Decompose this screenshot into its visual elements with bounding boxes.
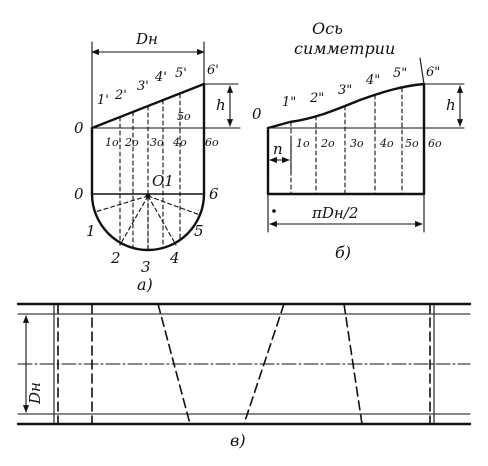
fig-c-section-3 <box>157 303 191 425</box>
fig-a-arc-label-4: 4 <box>169 249 180 267</box>
fig-a-label-3o: 3o <box>150 136 164 149</box>
fig-a-arc-label-3: 3 <box>141 258 151 276</box>
fig-a-radial-2 <box>119 195 149 246</box>
fig-b-label-5o: 5o <box>405 137 419 150</box>
fig-b-label-1pp: 1" <box>282 95 296 110</box>
fig-a-label-6o: 6o <box>205 136 219 149</box>
fig-b-label-2o: 2o <box>320 137 335 150</box>
fig-a-label-2o: 2o <box>124 136 139 149</box>
fig-c-section-4 <box>243 303 285 425</box>
fig-b-dim-h-label: h <box>446 96 456 114</box>
fig-c-section-5 <box>343 303 363 425</box>
fig-a-caption: a) <box>137 275 153 294</box>
fig-b-label-1o: 1o <box>296 137 310 150</box>
fig-c-caption: в) <box>230 431 246 450</box>
fig-b-title-line2: симметрии <box>294 39 395 58</box>
fig-a-radial-4 <box>147 195 177 246</box>
fig-b-title-line1: Ось <box>312 19 343 38</box>
fig-b-dim-length-label: πDн/2 <box>311 204 358 222</box>
fig-b-label-3o: 3o <box>350 137 364 150</box>
fig-a-radial-1 <box>94 195 149 213</box>
fig-b-label-3pp: 3" <box>338 83 352 98</box>
fig-b-label-6pp: 6" <box>426 65 440 80</box>
fig-a-label-4o: 4o <box>172 136 187 149</box>
fig-a-arc-label-2: 2 <box>110 249 121 267</box>
fig-a-label-5o: 5o <box>177 110 191 123</box>
fig-a-label-mid-6: 6 <box>209 185 219 203</box>
fig-b-dim-n-label: n <box>273 140 283 158</box>
fig-a-label-0: 0 <box>74 119 84 137</box>
fig-a-arc-label-1: 1 <box>86 222 96 240</box>
fig-b-title-leader <box>419 57 425 85</box>
fig-b-label-5pp: 5" <box>393 66 407 81</box>
figure-c: Dн в) <box>16 302 472 450</box>
fig-a-label-3p: 3' <box>137 79 149 94</box>
fig-a-label-6p: 6' <box>207 63 219 78</box>
fig-a-label-mid-0: 0 <box>74 185 84 203</box>
fig-a-label-2p: 2' <box>114 88 127 103</box>
fig-a-label-4p: 4' <box>154 70 167 85</box>
figure-b: Ось симметрии h n πDн/2 0 1" 2" <box>252 19 465 262</box>
fig-a-center-point <box>145 193 151 199</box>
fig-a-label-o1: O1 <box>152 172 174 190</box>
fig-c-dim-d-label: Dн <box>26 382 44 405</box>
fig-b-label-6o: 6o <box>428 137 442 150</box>
fig-a-dim-h-label: h <box>216 96 226 114</box>
fig-b-curve <box>266 82 426 130</box>
fig-a-radial-5 <box>147 195 201 216</box>
fig-b-dot <box>272 209 276 213</box>
fig-a-label-1o: 1o <box>105 136 119 149</box>
fig-b-caption: б) <box>335 243 351 262</box>
fig-b-label-0: 0 <box>252 105 262 123</box>
fig-b-label-2pp: 2" <box>309 91 324 106</box>
fig-a-label-5p: 5' <box>175 66 187 81</box>
fig-a-arc-label-5: 5 <box>194 222 204 240</box>
fig-a-label-1p: 1' <box>97 93 109 108</box>
fig-b-label-4pp: 4" <box>365 73 380 88</box>
fig-b-label-4o: 4o <box>379 137 394 150</box>
fig-a-dim-d-label: Dн <box>135 30 158 48</box>
figure-a: Dн h 0 1' 2' 3' 4' 5' 6' 1o <box>74 30 241 294</box>
